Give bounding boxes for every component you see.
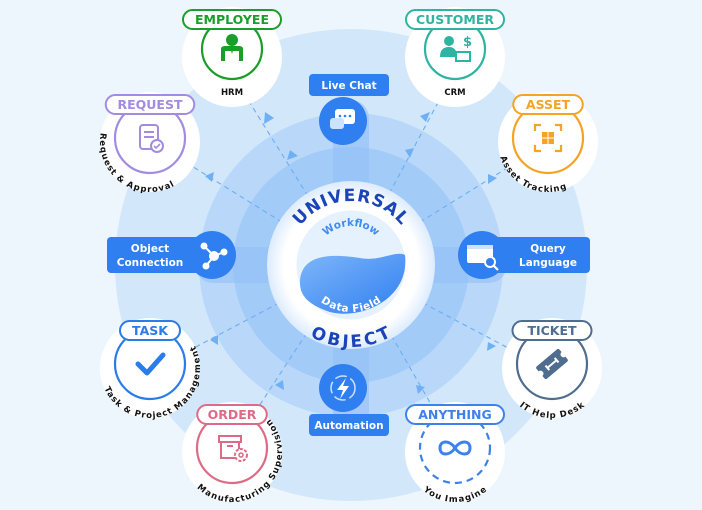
module-label: TASK bbox=[132, 323, 169, 338]
module-label-pill bbox=[119, 320, 181, 341]
ticket-wrench-icon bbox=[536, 349, 568, 379]
module-task[interactable]: Task & Project Management TASK bbox=[100, 318, 203, 421]
module-subtitle: CRM bbox=[444, 88, 465, 98]
module-label-pill bbox=[511, 320, 593, 341]
data-field-blob bbox=[300, 253, 406, 314]
document-check-icon bbox=[139, 124, 164, 153]
query-language-feature[interactable]: Query Language bbox=[458, 231, 590, 279]
module-label-pill bbox=[196, 404, 268, 425]
module-anything[interactable]: You Imagine ANYTHING bbox=[405, 402, 505, 505]
svg-text:$: $ bbox=[463, 35, 472, 50]
box-gear-icon bbox=[218, 435, 248, 462]
infinity-icon bbox=[438, 440, 472, 456]
module-badge bbox=[100, 92, 200, 192]
live-chat-label: Live Chat bbox=[321, 80, 376, 92]
module-label-pill bbox=[405, 9, 505, 30]
module-label-pill bbox=[104, 94, 196, 115]
module-label: TICKET bbox=[527, 323, 577, 338]
network-icon bbox=[200, 242, 228, 270]
module-customer[interactable]: $ CRM CUSTOMER bbox=[405, 7, 505, 107]
module-subtitle: HRM bbox=[221, 88, 243, 98]
query-language-label-2: Language bbox=[519, 257, 577, 269]
customer-icon: $ bbox=[440, 35, 472, 62]
module-label: ORDER bbox=[208, 407, 257, 422]
checkmark-icon bbox=[135, 352, 166, 376]
module-label-pill bbox=[182, 9, 282, 30]
module-asset[interactable]: Asset Tracking ASSET bbox=[497, 92, 598, 195]
module-ring bbox=[418, 411, 492, 485]
chat-icon bbox=[330, 109, 355, 129]
query-language-label-1: Query bbox=[530, 243, 566, 255]
module-badge bbox=[405, 402, 505, 502]
lightning-cycle-icon bbox=[330, 375, 356, 401]
live-chat-feature[interactable]: Live Chat bbox=[309, 74, 389, 145]
module-order[interactable]: Manufacturing Supervision ORDER bbox=[182, 402, 285, 505]
module-label-pill bbox=[512, 94, 584, 115]
module-badge bbox=[182, 402, 282, 502]
module-ticket[interactable]: IT Help Desk TICKET bbox=[502, 318, 602, 421]
object-connection-label-1: Object bbox=[131, 243, 169, 255]
asset-grid-icon bbox=[533, 123, 563, 153]
module-employee[interactable]: HRM EMPLOYEE bbox=[182, 7, 282, 107]
object-connection-feature[interactable]: Object Connection bbox=[107, 231, 236, 279]
module-label: EMPLOYEE bbox=[195, 12, 269, 27]
module-label: CUSTOMER bbox=[416, 12, 494, 27]
module-label: ASSET bbox=[526, 97, 571, 112]
module-label: ANYTHING bbox=[418, 407, 492, 422]
module-label: REQUEST bbox=[117, 97, 182, 112]
query-search-icon bbox=[467, 245, 499, 271]
module-request[interactable]: Request & Approval REQUEST bbox=[97, 92, 200, 195]
automation-feature[interactable]: Automation bbox=[309, 364, 389, 436]
object-connection-label-2: Connection bbox=[117, 257, 184, 269]
module-label-pill bbox=[405, 404, 505, 425]
automation-label: Automation bbox=[314, 420, 383, 432]
employee-icon bbox=[221, 34, 243, 61]
